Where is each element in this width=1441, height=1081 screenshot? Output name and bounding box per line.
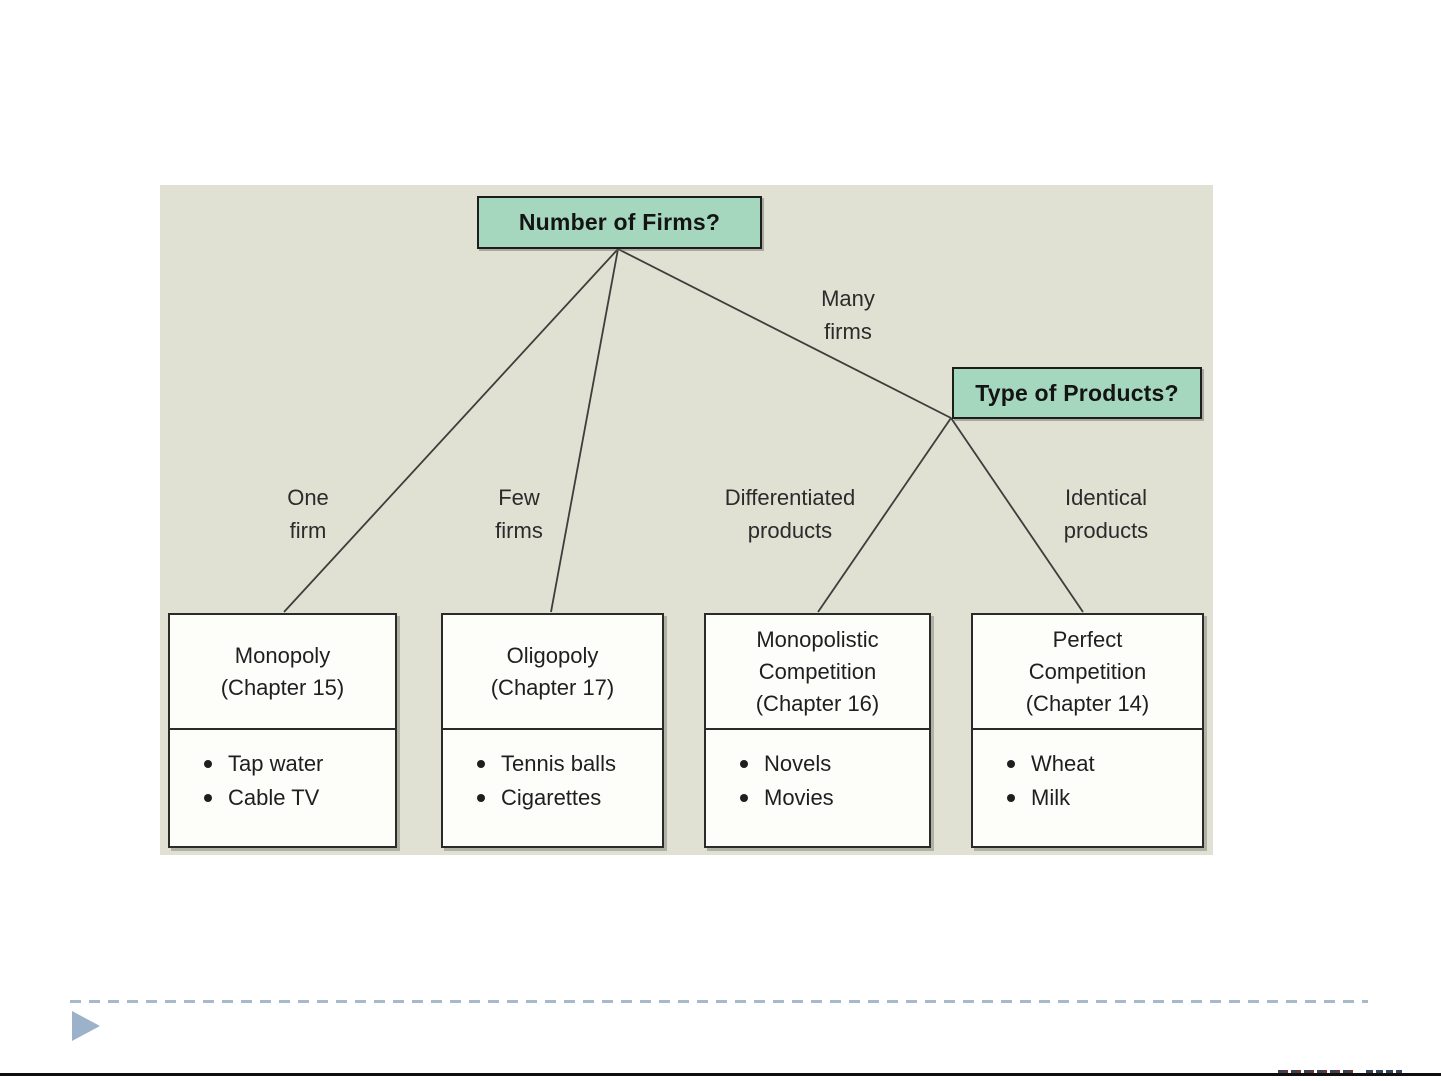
branch-label-differentiated: Differentiated products bbox=[724, 485, 856, 543]
bullet-icon bbox=[204, 794, 212, 802]
list-item: Wheat bbox=[1007, 751, 1196, 777]
card-oligopoly: Oligopoly (Chapter 17) Tennis balls Ciga… bbox=[441, 613, 664, 848]
card-title: Perfect Competition (Chapter 14) bbox=[973, 615, 1202, 730]
card-monopoly: Monopoly (Chapter 15) Tap water Cable TV bbox=[168, 613, 397, 848]
bullet-icon bbox=[477, 760, 485, 768]
card-title: Monopoly (Chapter 15) bbox=[170, 615, 395, 730]
bullet-text: Movies bbox=[764, 785, 834, 810]
bullet-icon bbox=[1007, 794, 1015, 802]
bottom-edge-rule bbox=[0, 1073, 1441, 1076]
bullet-text: Milk bbox=[1031, 785, 1071, 810]
clipped-text-artifact bbox=[1366, 1070, 1402, 1073]
card-examples: Tennis balls Cigarettes bbox=[443, 730, 662, 811]
branch-label-many-firms: Many firms bbox=[821, 286, 875, 344]
bullet-icon bbox=[740, 794, 748, 802]
bullet-text: Novels bbox=[764, 751, 832, 776]
branch-label-identical: Identical products bbox=[1063, 485, 1149, 543]
slide-footer-dashed-divider bbox=[70, 1000, 1368, 1003]
node-type-of-products-label: Type of Products? bbox=[975, 379, 1179, 406]
bullet-text: Cable TV bbox=[228, 785, 320, 810]
clipped-text-artifact bbox=[1278, 1070, 1356, 1073]
card-examples: Novels Movies bbox=[706, 730, 929, 811]
branch-label-one-firm: One firm bbox=[287, 485, 329, 543]
node-number-of-firms: Number of Firms? bbox=[477, 196, 762, 249]
bullet-icon bbox=[1007, 760, 1015, 768]
card-perfect-competition: Perfect Competition (Chapter 14) Wheat M… bbox=[971, 613, 1204, 848]
list-item: Cable TV bbox=[204, 785, 389, 811]
node-type-of-products: Type of Products? bbox=[952, 367, 1202, 419]
card-title: Oligopoly (Chapter 17) bbox=[443, 615, 662, 730]
card-examples: Tap water Cable TV bbox=[170, 730, 395, 811]
branch-label-few-firms: Few firms bbox=[495, 485, 543, 543]
bullet-icon bbox=[740, 760, 748, 768]
list-item: Tennis balls bbox=[477, 751, 656, 777]
node-number-of-firms-label: Number of Firms? bbox=[518, 209, 721, 235]
slide-bullet-triangle-icon bbox=[72, 1011, 100, 1041]
card-examples: Wheat Milk bbox=[973, 730, 1202, 811]
list-item: Movies bbox=[740, 785, 923, 811]
bullet-text: Wheat bbox=[1031, 751, 1095, 776]
bullet-icon bbox=[477, 794, 485, 802]
bullet-text: Tap water bbox=[228, 751, 324, 776]
bullet-text: Cigarettes bbox=[501, 785, 602, 810]
list-item: Milk bbox=[1007, 785, 1196, 811]
bullet-text: Tennis balls bbox=[501, 751, 616, 776]
card-title: Monopolistic Competition (Chapter 16) bbox=[706, 615, 929, 730]
list-item: Cigarettes bbox=[477, 785, 656, 811]
list-item: Tap water bbox=[204, 751, 389, 777]
list-item: Novels bbox=[740, 751, 923, 777]
card-monopolistic-competition: Monopolistic Competition (Chapter 16) No… bbox=[704, 613, 931, 848]
bullet-icon bbox=[204, 760, 212, 768]
